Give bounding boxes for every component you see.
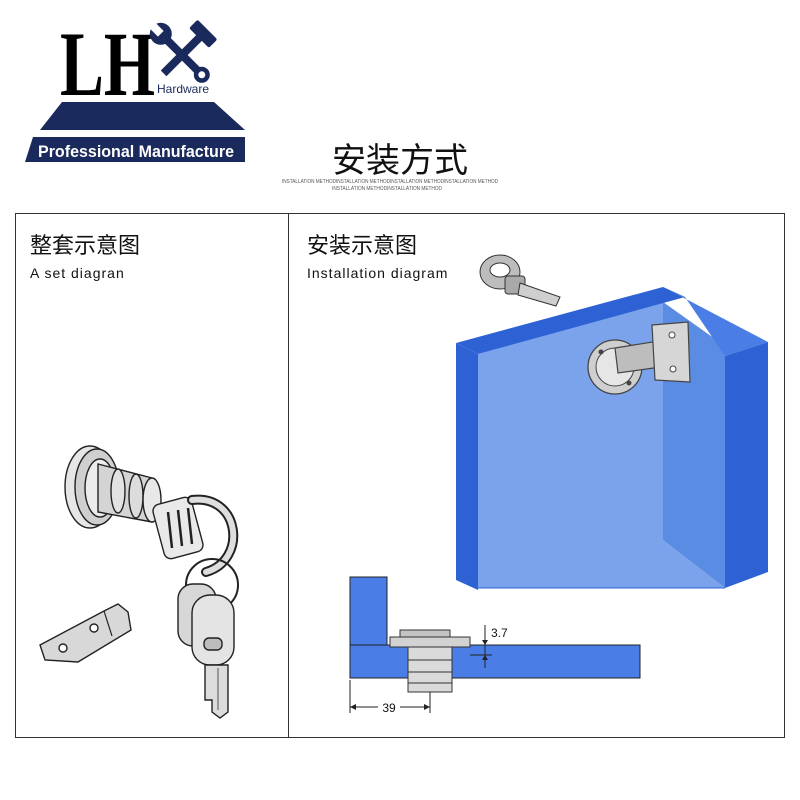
section-horizontal-board xyxy=(349,644,641,679)
side-wall-top-edge xyxy=(663,287,768,356)
dimension-width-label: 39 xyxy=(382,701,396,715)
page-tagline-line-2: INSTALLATION METHODINSTALLATION METHOD xyxy=(332,186,442,192)
set-title-en: A set diagran xyxy=(30,265,125,281)
page-tagline-line-1: INSTALLATION METHODINSTALLATION METHODIN… xyxy=(282,179,498,185)
crossed-tools-icon xyxy=(148,20,217,83)
section-lock xyxy=(389,629,471,693)
back-wall-left-edge xyxy=(456,343,478,590)
cross-section-drawing: 3.7 39 xyxy=(349,576,641,715)
dimension-offset: 3.7 xyxy=(470,625,508,668)
side-wall-outer-edge xyxy=(725,342,768,588)
cam-lock-with-keys-icon xyxy=(39,445,239,719)
banner-text: Professional Manufacture xyxy=(38,142,234,161)
mounted-lock-icon xyxy=(587,321,691,395)
dimension-offset-label: 3.7 xyxy=(491,626,508,640)
banner-bar xyxy=(25,137,245,162)
install-title-cn: 安装示意图 xyxy=(307,234,417,259)
hammer-icon xyxy=(160,20,217,77)
diagram-frame xyxy=(15,213,785,738)
logo-subtitle: Hardware xyxy=(157,82,209,96)
set-diagram-panel: 整套示意图 A set diagran xyxy=(30,234,239,719)
logo-letters: LH xyxy=(60,13,155,115)
back-wall-face xyxy=(478,302,725,588)
cabinet-corner-drawing xyxy=(456,287,768,590)
back-wall-top-edge xyxy=(456,287,685,354)
key-icon xyxy=(479,254,561,307)
install-title-en: Installation diagram xyxy=(307,265,448,281)
dimension-width: 39 xyxy=(349,680,431,715)
installation-diagram-panel: 安装示意图 Installation diagram xyxy=(307,234,768,715)
logo-banner-shape xyxy=(40,102,245,130)
section-vertical-board xyxy=(349,576,388,646)
page-title: 安装方式 xyxy=(332,141,468,181)
set-title-cn: 整套示意图 xyxy=(30,234,140,259)
brand-logo: LH Hardware Professional Manufacture xyxy=(25,13,245,162)
